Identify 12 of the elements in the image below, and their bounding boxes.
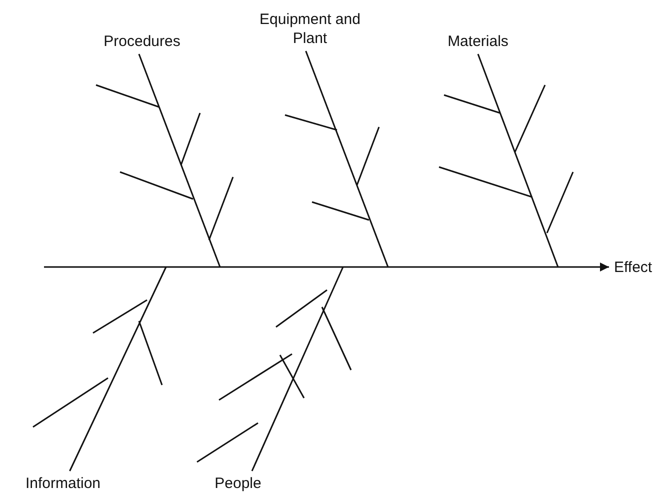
effect-label: Effect xyxy=(614,259,652,276)
category-label: Materials xyxy=(448,33,508,50)
category-bone xyxy=(477,54,559,268)
category-bone xyxy=(138,54,221,268)
category-label: People xyxy=(214,475,262,492)
category-bone xyxy=(251,266,344,472)
category-label: Information xyxy=(25,475,101,492)
category-label: Equipment and Plant xyxy=(260,11,360,47)
category-bone xyxy=(69,266,167,472)
spine-arrow xyxy=(44,262,609,272)
category-label: Procedures xyxy=(104,33,180,50)
category-bone xyxy=(305,50,389,268)
